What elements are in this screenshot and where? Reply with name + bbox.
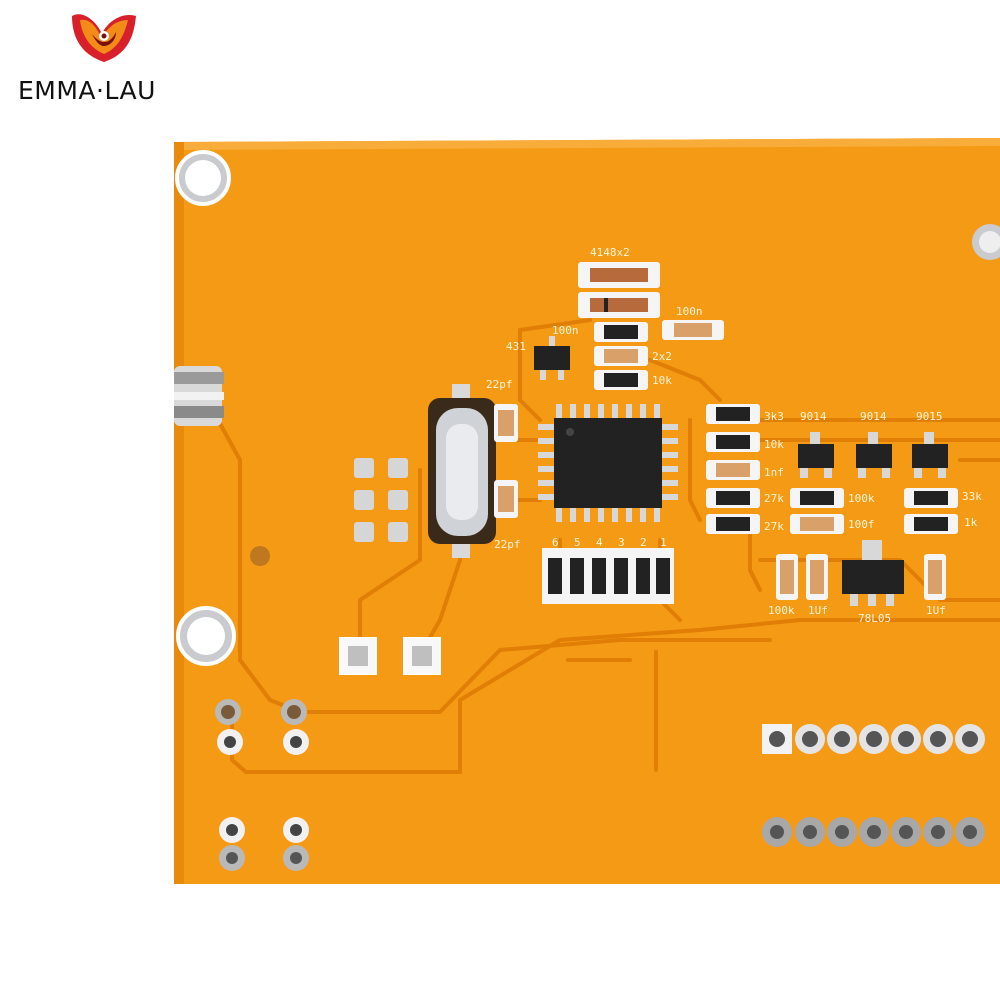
label-header-4: 4 xyxy=(596,536,603,549)
label-header-2: 2 xyxy=(640,536,647,549)
silkscreen-labels: 4148x2 100n 100n 431 2x2 22pf 10k 22pf 3… xyxy=(486,246,982,625)
mcu-chip xyxy=(538,404,678,522)
crystal-oscillator xyxy=(428,384,496,558)
mounting-holes xyxy=(175,150,1000,666)
label-header-5: 5 xyxy=(574,536,581,549)
label-1k: 1k xyxy=(964,516,978,529)
label-9015: 9015 xyxy=(916,410,943,423)
label-22pf-bottom: 22pf xyxy=(494,538,521,551)
label-1nf: 1nf xyxy=(764,466,784,479)
through-hole-pins xyxy=(215,699,309,871)
label-100k-mid: 100k xyxy=(848,492,875,505)
label-header-3: 3 xyxy=(618,536,625,549)
label-100n-right: 100n xyxy=(676,305,703,318)
label-27k-a: 27k xyxy=(764,492,784,505)
side-connector xyxy=(174,366,224,426)
label-27k-b: 27k xyxy=(764,520,784,533)
header-pins xyxy=(762,724,985,847)
label-33k: 33k xyxy=(962,490,982,503)
label-3k3: 3k3 xyxy=(764,410,784,423)
label-4148x2: 4148x2 xyxy=(590,246,630,259)
label-22pf-top: 22pf xyxy=(486,378,513,391)
label-100f: 100f xyxy=(848,518,875,531)
brand-logo-icon xyxy=(72,14,136,62)
label-header-1: 1 xyxy=(660,536,667,549)
smd-components xyxy=(494,262,958,606)
label-2x2: 2x2 xyxy=(652,350,672,363)
label-78l05: 78L05 xyxy=(858,612,891,625)
label-1uf-b: 1Uf xyxy=(926,604,946,617)
label-100k-bottom: 100k xyxy=(768,604,795,617)
label-9014-b: 9014 xyxy=(860,410,887,423)
label-header-6: 6 xyxy=(552,536,559,549)
test-pads xyxy=(339,637,441,675)
label-10k-top: 10k xyxy=(652,374,672,387)
isp-pads xyxy=(354,458,408,542)
label-431: 431 xyxy=(506,340,526,353)
label-100n-left: 100n xyxy=(552,324,579,337)
brand-logo-text: EMMA·LAU xyxy=(18,76,156,105)
label-9014-a: 9014 xyxy=(800,410,827,423)
label-1uf-a: 1Uf xyxy=(808,604,828,617)
copper-traces xyxy=(216,318,1000,774)
label-10k-mid: 10k xyxy=(764,438,784,451)
